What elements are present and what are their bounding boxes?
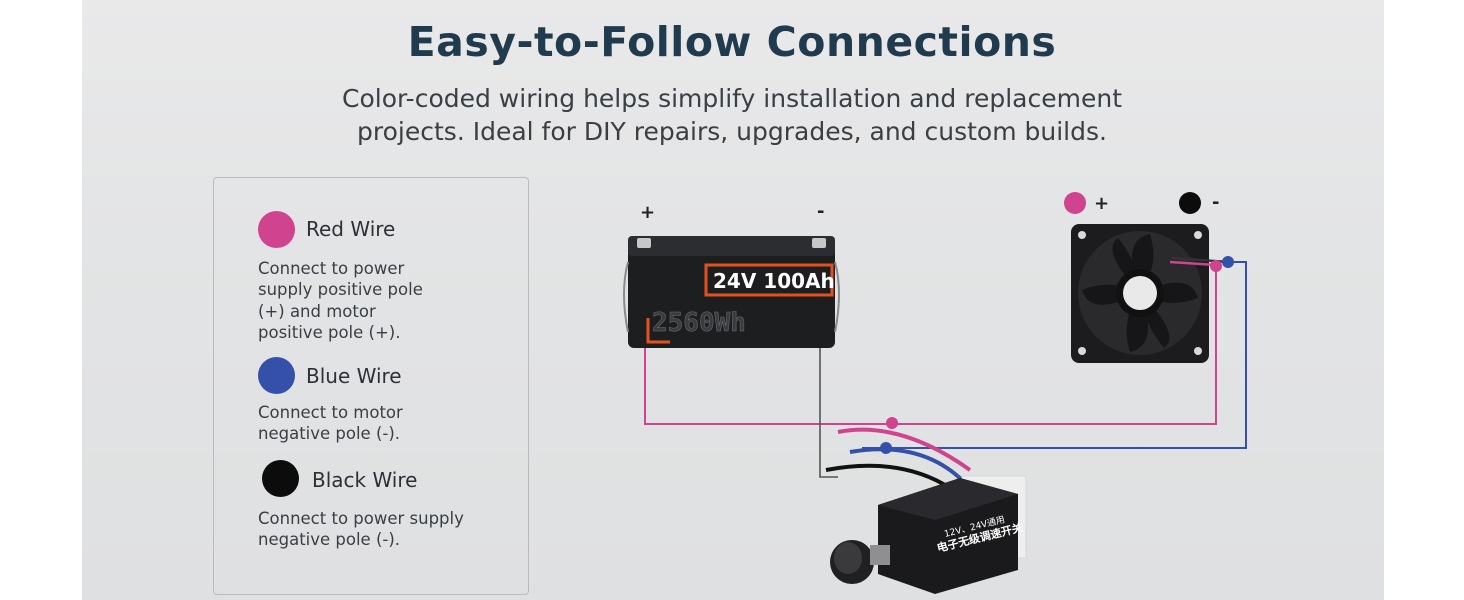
red-wire-label: Red Wire xyxy=(306,217,396,241)
subtitle-line-1: Color-coded wiring helps simplify instal… xyxy=(342,84,1122,113)
blue-wire-description: Connect to motor negative pole (-). xyxy=(258,403,403,444)
controller-top xyxy=(878,478,1018,520)
fan-red-junction xyxy=(1210,260,1222,272)
page-title: Easy-to-Follow Connections xyxy=(407,18,1057,66)
controller-red-wire xyxy=(837,427,972,472)
fan-screw-hole xyxy=(1194,231,1202,239)
battery-accent-corner xyxy=(646,318,670,344)
blue-wire-junction xyxy=(880,442,892,454)
red-wire-description: Connect to power supply positive pole (+… xyxy=(258,259,423,342)
black-wire-description: Connect to power supply negative pole (-… xyxy=(258,509,464,550)
fan-image: + - xyxy=(1064,192,1234,363)
fan-blue-junction xyxy=(1222,256,1234,268)
blue-wire-label: Blue Wire xyxy=(306,364,402,388)
fan-screw-hole xyxy=(1078,231,1086,239)
battery-minus-label: - xyxy=(817,201,824,222)
fan-red-lead xyxy=(1169,260,1217,267)
red-wire-junction xyxy=(886,417,898,429)
right-margin xyxy=(1384,0,1464,600)
battery-handle-right xyxy=(834,261,840,333)
black-dot-icon xyxy=(262,460,299,497)
left-margin xyxy=(0,0,82,600)
blue-wire-line xyxy=(862,261,1247,449)
red-dot-icon xyxy=(258,211,295,248)
controller-knob-shaft xyxy=(870,545,890,565)
controller-black-wire xyxy=(825,463,952,490)
fan-hub-label xyxy=(1123,276,1157,310)
battery-capacity-text: 2560Wh xyxy=(652,308,746,338)
wire-legend: Red Wire Connect to power supply positiv… xyxy=(213,177,529,595)
fan-plus-label: + xyxy=(1094,193,1109,214)
fan-positive-dot-icon xyxy=(1064,192,1086,214)
fan-minus-label: - xyxy=(1212,192,1219,213)
page-subtitle: Color-coded wiring helps simplify instal… xyxy=(0,82,1464,148)
speed-controller-image: 12V、24V通用 电子无级调速开关 xyxy=(830,475,1027,594)
blue-dot-icon xyxy=(258,357,295,394)
battery-image: + - 24V 100Ah 2560Wh xyxy=(623,201,840,348)
controller-knob-face xyxy=(834,542,862,574)
battery-positive-terminal xyxy=(637,238,651,248)
black-wire-label: Black Wire xyxy=(312,468,418,492)
controller-blue-wire xyxy=(849,447,964,482)
subtitle-line-2: projects. Ideal for DIY repairs, upgrade… xyxy=(357,117,1107,146)
battery-handle-left xyxy=(623,261,629,333)
battery-negative-terminal xyxy=(812,238,826,248)
fan-screw-hole xyxy=(1194,347,1202,355)
battery-rating-box xyxy=(704,263,834,297)
battery-lid xyxy=(628,236,835,256)
fan-negative-dot-icon xyxy=(1179,192,1201,214)
battery-plus-label: + xyxy=(640,202,655,223)
battery-rating-text: 24V 100Ah xyxy=(713,269,835,293)
fan-screw-hole xyxy=(1078,347,1086,355)
